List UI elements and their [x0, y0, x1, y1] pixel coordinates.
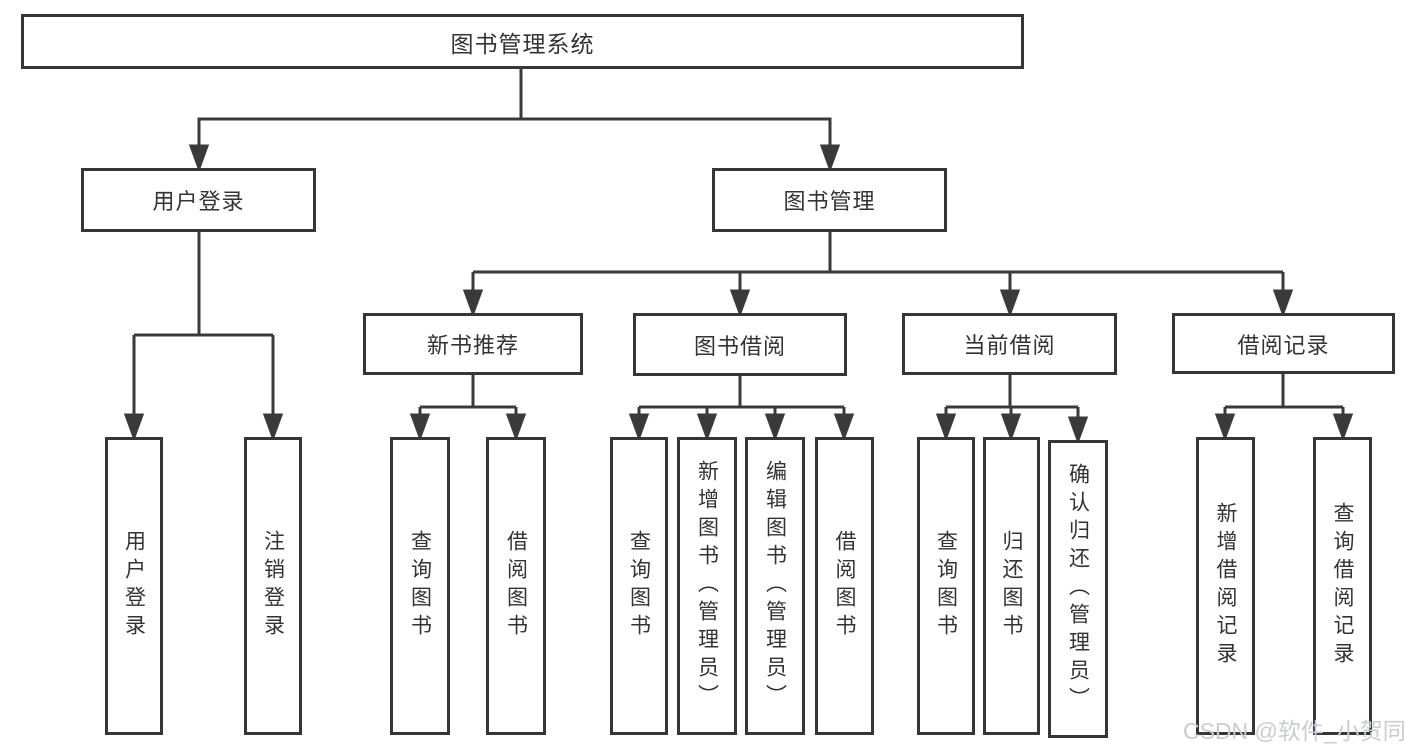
node-label: 借阅图书	[504, 530, 528, 642]
leaf-confirm-return-admin: 确认归还（管理员）	[1048, 440, 1108, 738]
node-user-login: 用户登录	[81, 168, 316, 232]
arrowhead-icon	[696, 413, 718, 442]
arrowhead-icon	[1067, 416, 1089, 445]
node-label: 借阅图书	[833, 530, 856, 642]
node-label: 归还图书	[1000, 530, 1023, 642]
node-label: 借阅记录	[1237, 332, 1330, 358]
node-label: 查询借阅记录	[1331, 502, 1354, 670]
node-label: 查询图书	[408, 530, 432, 642]
arrowhead-icon	[1214, 413, 1236, 442]
node-label: 查询图书	[934, 530, 958, 642]
arrowhead-icon	[505, 413, 527, 442]
arrowhead-icon	[462, 289, 484, 318]
arrowhead-icon	[833, 413, 855, 442]
leaf-borrow-books: 借阅图书	[815, 437, 874, 735]
node-label: 编辑图书（管理员）	[763, 460, 787, 712]
leaf-add-books-admin: 新增图书（管理员）	[677, 437, 737, 735]
leaf-query-books: 查询图书	[917, 437, 975, 735]
node-library-management-system: 图书管理系统	[21, 14, 1024, 69]
node-label: 当前借阅	[963, 333, 1056, 358]
leaf-return-books: 归还图书	[983, 437, 1040, 735]
arrowhead-icon	[999, 289, 1021, 318]
arrowhead-icon	[262, 413, 284, 442]
node-label: 注销登录	[261, 530, 285, 642]
leaf-logout: 注销登录	[244, 437, 302, 735]
leaf-query-books: 查询图书	[610, 437, 668, 735]
leaf-edit-books-admin: 编辑图书（管理员）	[745, 437, 805, 735]
node-borrowing-records: 借阅记录	[1172, 313, 1395, 374]
node-book-management: 图书管理	[712, 168, 947, 232]
watermark: CSDN @软件_小贺同学	[1183, 718, 1405, 744]
node-label: 用户登录	[152, 189, 245, 214]
node-label: 新书推荐	[426, 333, 519, 358]
leaf-user-login: 用户登录	[105, 437, 163, 735]
node-new-book-recommendation: 新书推荐	[363, 313, 583, 375]
leaf-query-books: 查询图书	[390, 437, 450, 735]
arrowhead-icon	[1272, 289, 1294, 318]
leaf-add-borrow-record: 新增借阅记录	[1196, 437, 1255, 735]
node-label: 新增借阅记录	[1214, 502, 1237, 670]
node-label: 新增图书（管理员）	[695, 460, 719, 712]
arrowhead-icon	[1332, 413, 1354, 442]
arrowhead-icon	[935, 413, 957, 442]
arrowhead-icon	[409, 413, 431, 442]
node-current-borrowing: 当前借阅	[902, 313, 1117, 375]
arrowhead-icon	[628, 413, 650, 442]
node-book-borrowing: 图书借阅	[633, 313, 847, 376]
arrowhead-icon	[729, 289, 751, 318]
node-label: 图书管理系统	[450, 30, 595, 57]
node-label: 图书管理	[783, 189, 876, 214]
leaf-borrow-books: 借阅图书	[486, 437, 546, 735]
arrowhead-icon	[188, 144, 210, 173]
node-label: 确认归还（管理员）	[1066, 463, 1090, 715]
arrowhead-icon	[1000, 413, 1022, 442]
arrowhead-icon	[123, 413, 145, 442]
arrowhead-icon	[764, 413, 786, 442]
arrowhead-icon	[819, 144, 841, 173]
node-label: 查询图书	[627, 530, 651, 642]
node-label: 用户登录	[122, 530, 146, 642]
node-label: 图书借阅	[693, 333, 786, 359]
leaf-query-borrow-record: 查询借阅记录	[1313, 437, 1372, 735]
